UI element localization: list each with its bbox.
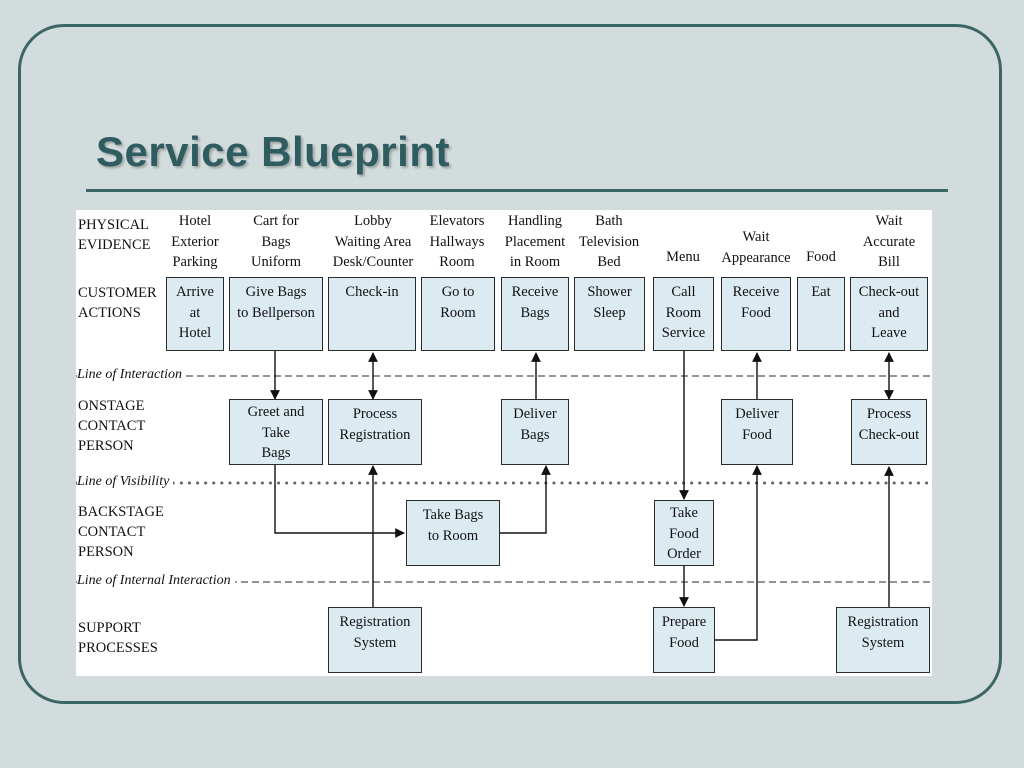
customer-action-checkout: Check-out and Leave bbox=[850, 277, 928, 351]
backstage-take-food-order: Take Food Order bbox=[654, 500, 714, 566]
customer-action-call-room-service: Call Room Service bbox=[653, 277, 714, 351]
evidence-hotel: Hotel Exterior Parking bbox=[171, 213, 219, 270]
evidence-handling: Handling Placement in Room bbox=[504, 213, 566, 270]
line-label-visibility: Line of Visibility bbox=[77, 473, 174, 491]
evidence-wait-bill: Wait Accurate Bill bbox=[862, 213, 916, 270]
connector-layer bbox=[76, 351, 932, 641]
line-label-internal: Line of Internal Interaction bbox=[77, 572, 235, 590]
row-label-support: SUPPORT PROCESSES bbox=[78, 620, 158, 656]
customer-action-go-to-room: Go to Room bbox=[421, 277, 495, 351]
arrow-prepare-food-to-deliver-food bbox=[714, 465, 762, 641]
customer-action-receive-food: Receive Food bbox=[721, 277, 791, 351]
support-prepare-food: Prepare Food bbox=[653, 607, 715, 673]
evidence-elevators: Elevators Hallways Room bbox=[429, 213, 485, 270]
evidence-lobby: Lobby Waiting Area Desk/Counter bbox=[332, 213, 414, 270]
evidence-menu: Menu bbox=[666, 249, 700, 265]
evidence-cart: Cart for Bags Uniform bbox=[251, 213, 301, 270]
customer-action-receive-bags: Receive Bags bbox=[501, 277, 569, 351]
slide-frame bbox=[18, 24, 1002, 704]
onstage-deliver-food: Deliver Food bbox=[721, 399, 793, 465]
row-label-physical-evidence: PHYSICAL EVIDENCE bbox=[78, 217, 151, 253]
evidence-wait-appearance: Wait Appearance bbox=[721, 229, 791, 266]
service-blueprint-diagram: PHYSICAL EVIDENCE CUSTOMER ACTIONS ONSTA… bbox=[76, 210, 932, 676]
slide-title: Service Blueprint bbox=[96, 128, 450, 175]
row-label-onstage: ONSTAGE CONTACT PERSON bbox=[78, 398, 146, 454]
evidence-bath: Bath Television Bed bbox=[578, 213, 640, 270]
title-divider bbox=[86, 189, 948, 192]
backstage-take-bags-to-room: Take Bags to Room bbox=[406, 500, 500, 566]
customer-action-give-bags: Give Bags to Bellperson bbox=[229, 277, 323, 351]
evidence-food: Food bbox=[806, 249, 836, 265]
row-label-customer-actions: CUSTOMER ACTIONS bbox=[78, 285, 157, 321]
customer-action-check-in: Check-in bbox=[328, 277, 416, 351]
row-label-backstage: BACKSTAGE CONTACT PERSON bbox=[78, 504, 164, 560]
onstage-deliver-bags: Deliver Bags bbox=[501, 399, 569, 465]
line-label-interaction: Line of Interaction bbox=[77, 366, 186, 384]
customer-action-arrive: Arrive at Hotel bbox=[166, 277, 224, 351]
customer-action-eat: Eat bbox=[797, 277, 845, 351]
support-registration-system-left: Registration System bbox=[328, 607, 422, 673]
onstage-process-checkout: Process Check-out bbox=[851, 399, 927, 465]
support-registration-system-right: Registration System bbox=[836, 607, 930, 673]
customer-action-shower-sleep: Shower Sleep bbox=[574, 277, 645, 351]
arrow-greet-to-take-bags bbox=[274, 465, 405, 538]
onstage-greet-take-bags: Greet and Take Bags bbox=[229, 399, 323, 465]
arrow-take-bags-to-deliver-bags bbox=[500, 465, 551, 534]
onstage-process-registration: Process Registration bbox=[328, 399, 422, 465]
